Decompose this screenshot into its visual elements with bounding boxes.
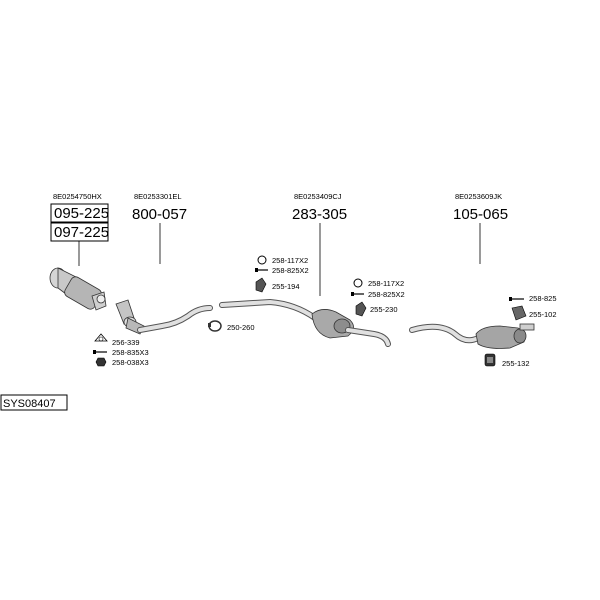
leader-lines [78,223,481,296]
hanger-icon-b[interactable] [355,301,367,317]
fitting-label-258-835x3[interactable]: 258-835X3 [112,348,149,357]
bolt-icon[interactable] [93,350,107,354]
part-number-800-057[interactable]: 800-057 [132,206,187,223]
fitting-label-255-102[interactable]: 255-102 [529,310,557,319]
middle-pipe-outlet[interactable] [346,328,390,346]
fitting-label-258-825x2-b[interactable]: 258-825X2 [368,290,405,299]
fitting-label-255-230[interactable]: 255-230 [370,305,398,314]
oem-number-catalyst: 8E0254750HX [53,192,102,201]
rear-silencer[interactable] [475,323,535,349]
oem-number-middle-silencer: 8E0253409CJ [294,192,342,201]
oem-number-front-pipe: 8E0253301EL [134,192,182,201]
system-code: SYS08407 [3,398,56,410]
fitting-label-250-260[interactable]: 250-260 [227,323,255,332]
fitting-label-258-117x2-b[interactable]: 258-117X2 [368,279,404,288]
bolt-icon-a[interactable] [255,268,268,272]
fitting-label-256-339[interactable]: 256-339 [112,338,140,347]
part-number-097-225[interactable]: 097-225 [54,224,109,241]
rear-pipe[interactable] [410,324,480,343]
part-number-283-305[interactable]: 283-305 [292,206,347,223]
fitting-label-258-825[interactable]: 258-825 [529,294,557,303]
fitting-label-258-117x2-a[interactable]: 258-117X2 [272,256,308,265]
fitting-label-255-132[interactable]: 255-132 [502,359,530,368]
bolt-icon-rear[interactable] [509,297,524,301]
ring-icon-a[interactable] [257,255,267,265]
middle-pipe-inlet[interactable] [220,299,317,320]
rubber-mount-icon[interactable] [484,353,496,367]
catalytic-converter[interactable] [49,267,107,311]
bracket-icon-rear[interactable] [511,305,527,321]
fitting-label-258-825x2-a[interactable]: 258-825X2 [272,266,309,275]
nut-icon[interactable] [95,357,107,367]
front-pipe[interactable] [138,306,212,332]
middle-silencer[interactable] [311,309,354,339]
part-box-097-225 [50,222,109,242]
fitting-label-255-194[interactable]: 255-194 [272,282,300,291]
system-code-box [0,394,68,411]
clamp-icon[interactable] [208,320,222,332]
bolt-icon-b[interactable] [351,292,364,296]
ring-icon-b[interactable] [353,278,363,288]
oem-number-rear-silencer: 8E0253609JK [455,192,502,201]
part-box-095-225 [50,203,109,223]
gasket-icon[interactable] [94,333,108,342]
part-number-095-225[interactable]: 095-225 [54,205,109,222]
part-number-105-065[interactable]: 105-065 [453,206,508,223]
fitting-label-258-038x3[interactable]: 258-038X3 [112,358,149,367]
hanger-icon-a[interactable] [255,277,267,293]
